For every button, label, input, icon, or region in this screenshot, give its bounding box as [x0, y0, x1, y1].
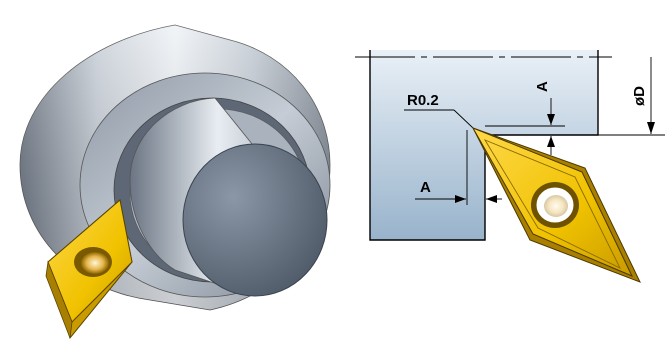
width-dimension	[415, 130, 502, 205]
depth-a-label: A	[534, 81, 551, 92]
cylinder-end-face	[182, 143, 328, 297]
section-view: øD A A R0.2	[355, 50, 665, 283]
workpiece-3d	[19, 24, 331, 340]
width-a-label: A	[420, 179, 431, 196]
diamond-insert-icon	[471, 127, 641, 283]
radius-leader	[404, 109, 474, 129]
radius-label: R0.2	[407, 92, 439, 109]
depth-dimension	[485, 98, 565, 155]
diameter-dimension	[598, 57, 665, 136]
cutting-insert-icon	[45, 199, 133, 340]
diameter-label: øD	[631, 86, 648, 106]
